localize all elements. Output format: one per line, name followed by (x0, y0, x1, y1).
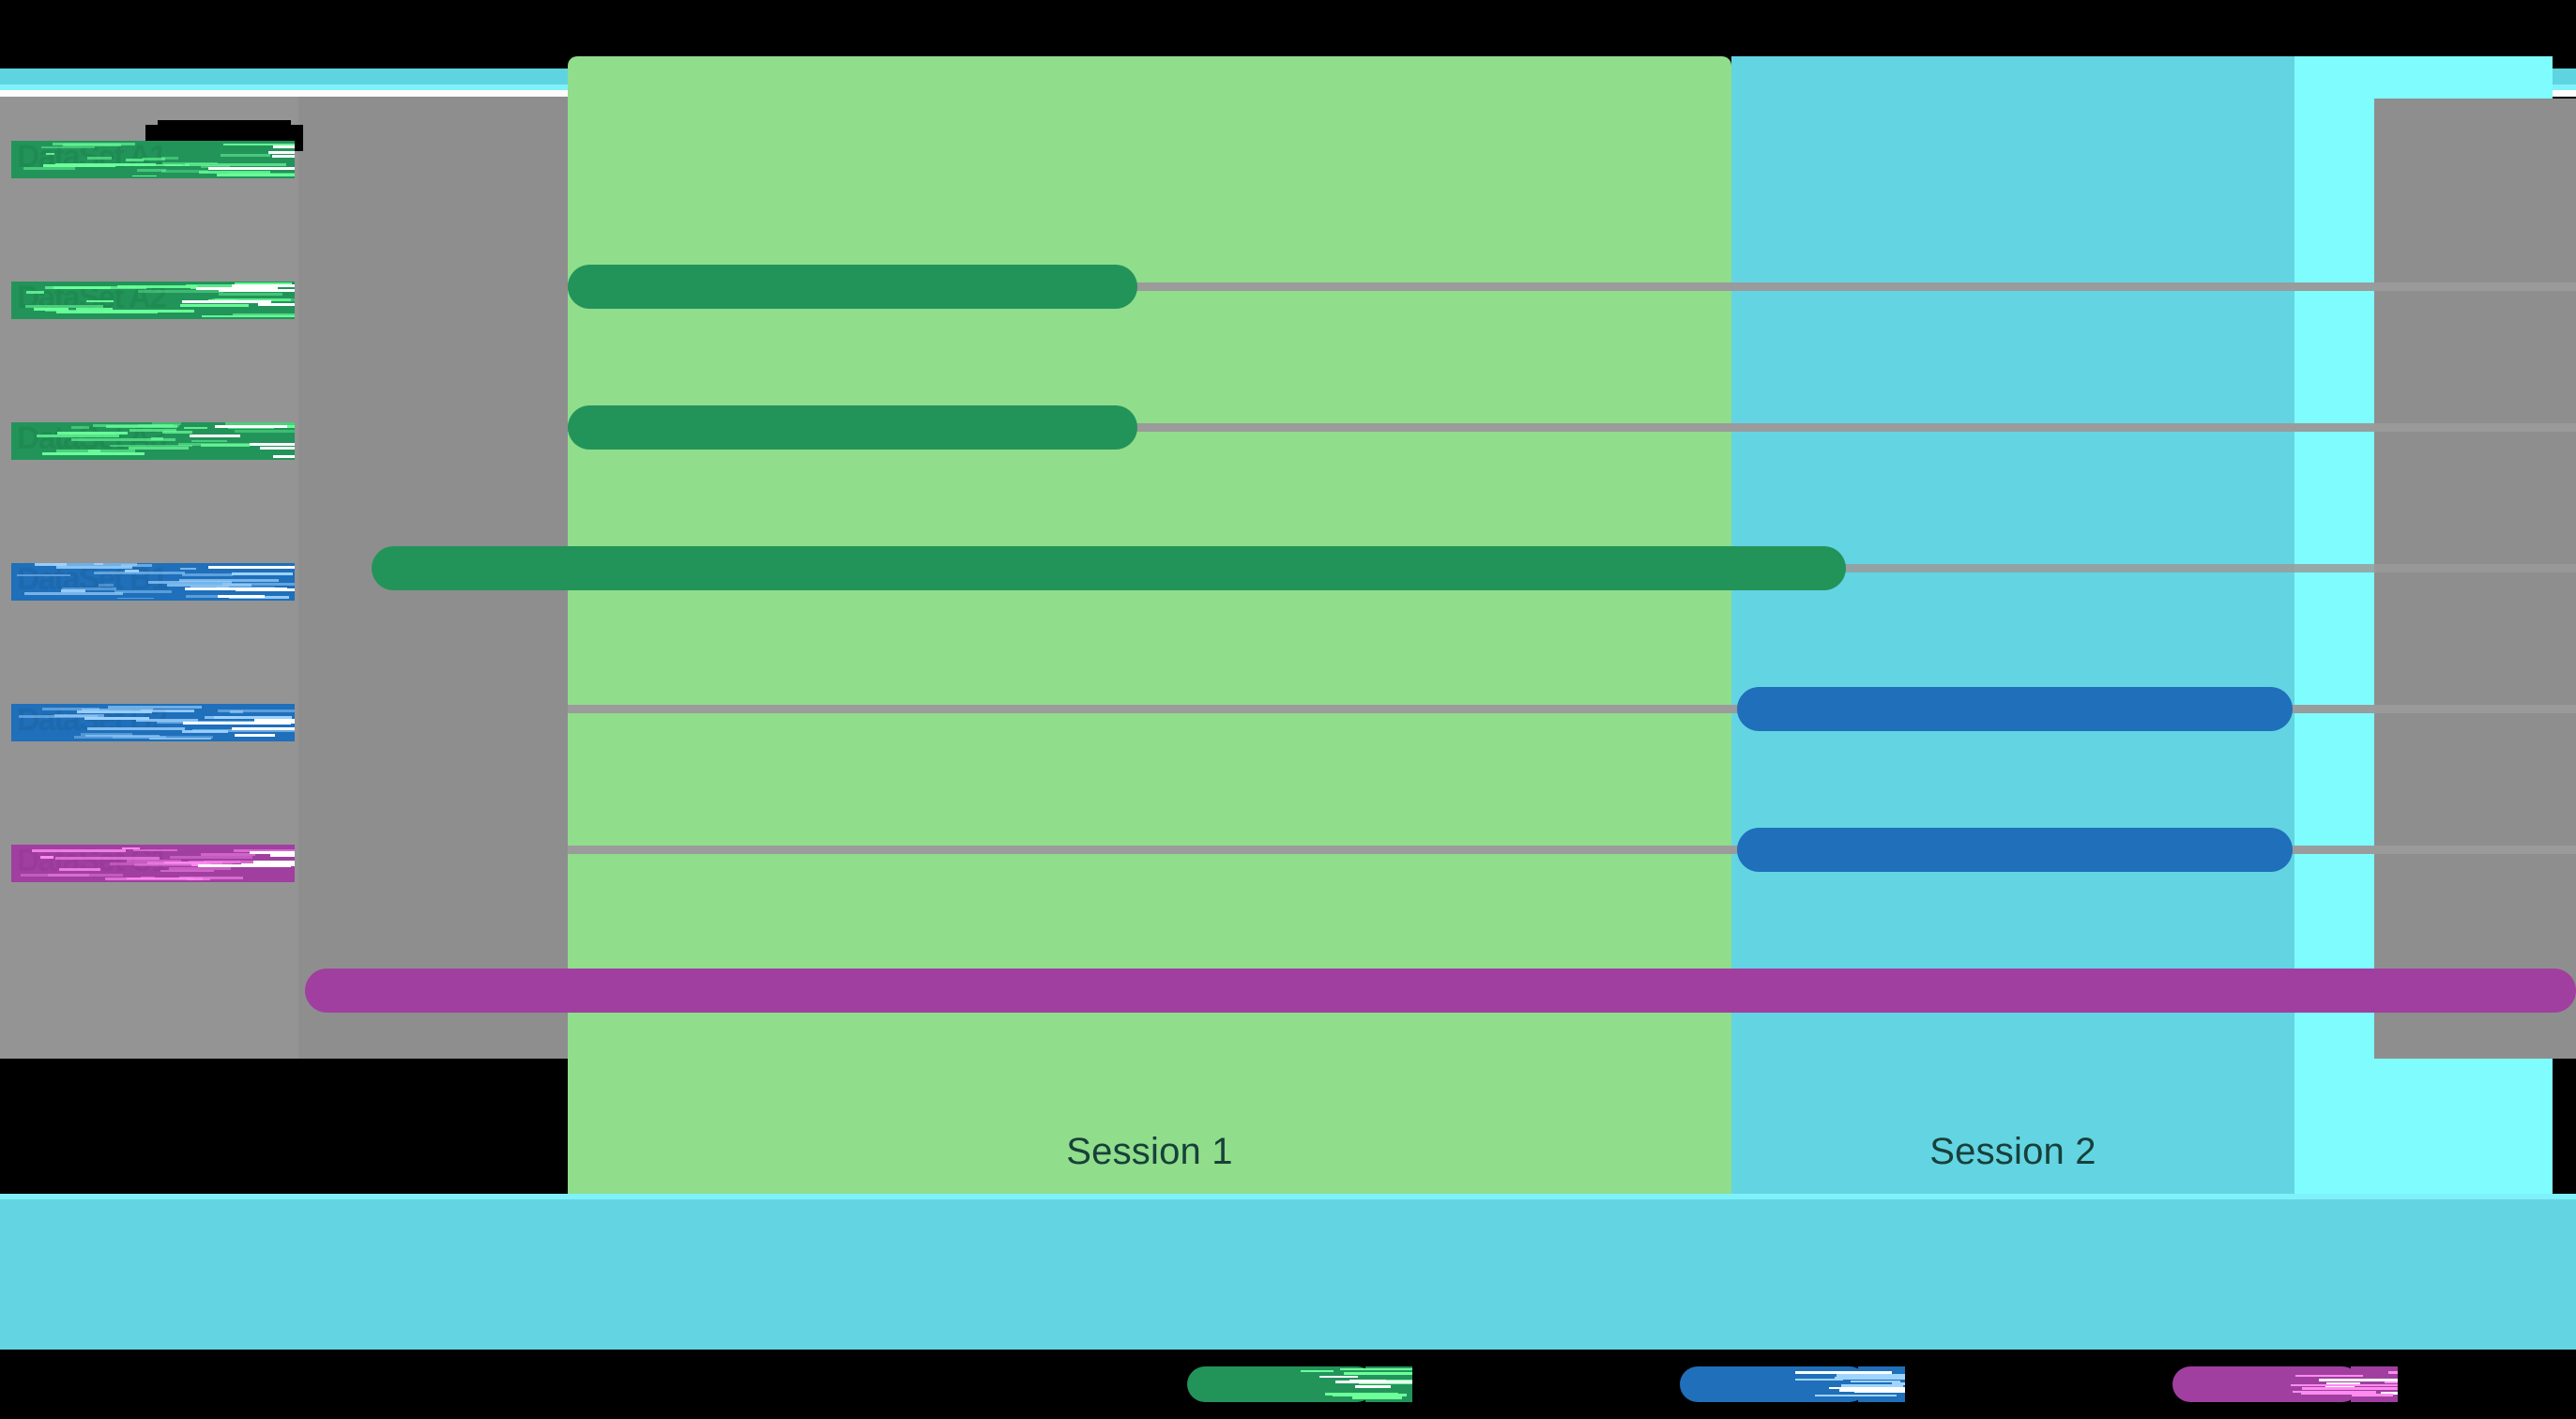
gantt-bar-dataset-a2[interactable] (568, 405, 1137, 450)
legend-item-dataset-a[interactable]: DataSet A (1187, 1366, 1375, 1402)
session-band-1: Session 1 (568, 56, 1731, 1199)
footer-panel (0, 1199, 2576, 1350)
session-band-2-label: Session 2 (1731, 1131, 2294, 1173)
legend: DataSet A DataSet B DataSet C (0, 1350, 2576, 1419)
row-label-dataset-b2: DataSet B2 (11, 704, 295, 741)
gantt-bar-dataset-a3[interactable] (372, 546, 1846, 590)
row-label-dataset-a1: DataSet A1 (11, 141, 295, 178)
legend-label-obscured-overlay (1187, 1366, 1412, 1402)
row-label-dataset-a3: DataSet A3 (11, 422, 295, 460)
row-label-obscured-overlay (11, 845, 295, 880)
legend-label-obscured-overlay (2172, 1366, 2398, 1402)
row-label-dataset-a2: DataSet A2 (11, 282, 295, 319)
row-label-obscured-overlay (11, 282, 295, 317)
right-gutter-panel (2374, 99, 2576, 1059)
row-label-obscured-overlay (11, 563, 295, 599)
row-label-dataset-c1: DataSet C1 (11, 845, 295, 882)
row-label-dataset-b1: DataSet B1 (11, 563, 295, 601)
row-label-obscured-overlay (11, 422, 295, 458)
gantt-bar-dataset-b2[interactable] (1737, 828, 2293, 872)
gantt-bar-dataset-c1[interactable] (305, 969, 2576, 1013)
legend-item-dataset-b[interactable]: DataSet B (1680, 1366, 1867, 1402)
gantt-bar-dataset-a1[interactable] (568, 265, 1137, 309)
session-band-2: Session 2 (1731, 56, 2294, 1199)
session-band-1-label: Session 1 (568, 1131, 1731, 1173)
legend-item-dataset-c[interactable]: DataSet C (2172, 1366, 2360, 1402)
gantt-bar-dataset-b1[interactable] (1737, 687, 2293, 731)
row-label-obscured-overlay (11, 704, 295, 740)
row-label-obscured-overlay (11, 141, 295, 176)
legend-label-obscured-overlay (1680, 1366, 1905, 1402)
